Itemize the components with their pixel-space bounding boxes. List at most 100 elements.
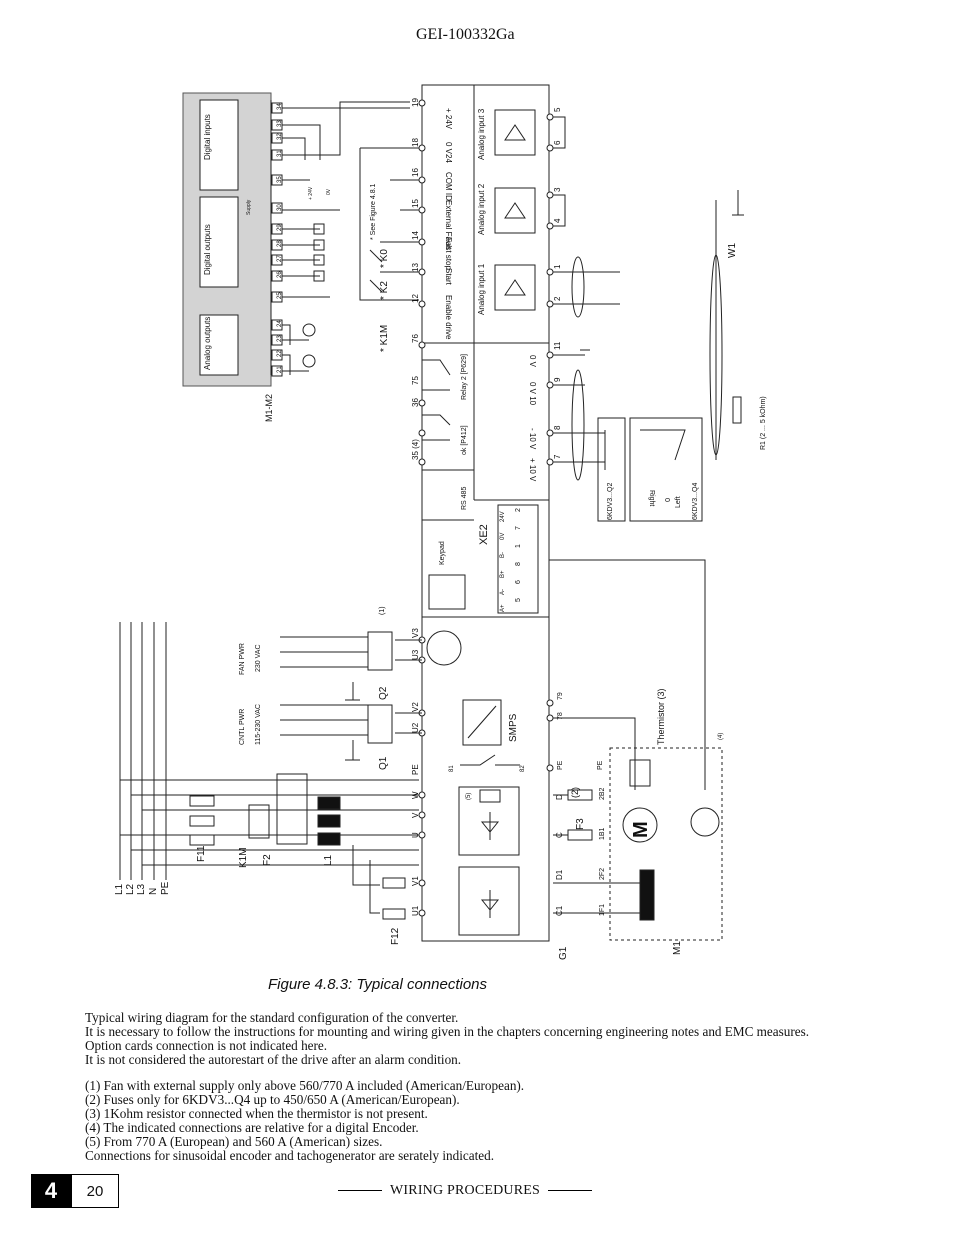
label-plus24v: + 24V: [308, 186, 314, 200]
term-v2: V2: [411, 702, 420, 712]
footer-rule-right: [548, 1190, 593, 1192]
label-note-2: (2): [570, 787, 580, 798]
xe2-aminus: A-: [500, 589, 506, 595]
label-0v24: 0 V24: [444, 142, 453, 163]
label-relay2: Relay 2 [P629]: [461, 354, 468, 400]
term-d: D: [555, 794, 564, 800]
power-stage-upper: [458, 786, 520, 856]
term-24: 24: [277, 320, 283, 327]
xe2-pin-2: 2: [515, 508, 522, 512]
module-terminals: [271, 102, 283, 377]
ai-term-3: 3: [553, 187, 562, 192]
term-36: 36: [411, 398, 420, 407]
label-motor: M: [630, 821, 652, 838]
power-stage-lower: [458, 866, 520, 936]
xe2-aplus: A+: [500, 604, 506, 612]
term-v1: V1: [411, 876, 420, 886]
label-digital-outputs: Digital outputs: [203, 224, 212, 275]
ai-term-1: 1: [553, 264, 562, 269]
note-item: (4) The indicated connections are relati…: [85, 1120, 419, 1135]
term-75: 75: [411, 376, 420, 385]
label-note-5: (5): [466, 793, 472, 800]
term-26: 26: [277, 271, 283, 278]
note-item: (3) 1Kohm resistor connected when the th…: [85, 1106, 428, 1121]
term-u2: U2: [411, 722, 420, 733]
label-k1m-contact: * K1M: [379, 325, 390, 352]
xe2-pin-1: 1: [515, 544, 522, 548]
description-line: Option cards connection is not indicated…: [85, 1038, 328, 1053]
label-start: Start: [444, 268, 453, 286]
note-item: (1) Fan with external supply only above …: [85, 1078, 525, 1093]
label-k0: * K0: [379, 249, 390, 268]
term-25: 25: [277, 292, 283, 299]
label-left: Left: [675, 496, 682, 508]
line-n: N: [148, 888, 159, 895]
line-pe: PE: [160, 881, 171, 895]
xe2-pin-6: 6: [515, 580, 522, 584]
label-r1: R1 (2 ... 5 kOhm): [760, 396, 767, 450]
converter-outline: [421, 84, 550, 942]
label-0v: 0 V: [528, 355, 537, 368]
term-u3: U3: [411, 649, 420, 660]
term-79: 79: [557, 692, 564, 700]
label-enable-drive: Enable drive: [444, 295, 453, 340]
description-paragraph: Typical wiring diagram for the standard …: [85, 1011, 885, 1067]
term-14: 14: [411, 231, 420, 240]
term-2b2: 2B2: [599, 787, 606, 800]
label-plus24v-top: + 24V: [444, 108, 453, 130]
term-82: 82: [520, 765, 526, 772]
label-cntl-voltage: 115-230 VAC: [255, 704, 262, 745]
term-32: 32: [277, 133, 283, 140]
xe2-bminus: B-: [500, 552, 506, 558]
label-f2: F2: [262, 854, 273, 866]
term-33: 33: [277, 120, 283, 127]
term-29: 29: [277, 224, 283, 231]
note-item: Connections for sinusoidal encoder and t…: [85, 1148, 495, 1163]
term-c1: C1: [555, 905, 564, 916]
section-title: WIRING PROCEDURES: [390, 1183, 541, 1198]
section-footer: WIRING PROCEDURES: [330, 1183, 600, 1199]
description-line: It is necessary to follow the instructio…: [85, 1024, 810, 1039]
smps-box: [462, 699, 502, 746]
term-1b1: 1B1: [599, 827, 606, 840]
label-m1m2: M1-M2: [264, 394, 274, 422]
description-line: Typical wiring diagram for the standard …: [85, 1010, 459, 1025]
term-v3: V3: [411, 628, 420, 638]
label-note-4: (4): [718, 733, 724, 740]
label-rs485: RS 485: [461, 487, 468, 510]
label-see-figure: * See Figure 4.8.1: [370, 183, 377, 240]
notes-list: (1) Fan with external supply only above …: [85, 1079, 885, 1163]
xe2-pin-5: 5: [515, 598, 522, 602]
label-analog-input-2: Analog input 2: [477, 183, 486, 235]
term-u1: U1: [411, 905, 420, 916]
label-note-1: (1): [379, 606, 386, 615]
label-l1-choke: L1: [323, 854, 334, 866]
page-number: 20: [71, 1174, 119, 1208]
label-external-fault: External Fault: [444, 200, 453, 250]
term-pe: PE: [411, 764, 420, 775]
term-v: V: [411, 812, 420, 818]
note-item: (5) From 770 A (European) and 560 A (Ame…: [85, 1134, 383, 1149]
label-smps: SMPS: [508, 713, 519, 742]
term-15: 15: [411, 199, 420, 208]
term-27: 27: [277, 255, 283, 262]
term-22: 22: [277, 350, 283, 357]
term-31: 31: [277, 150, 283, 157]
term-pe-motor: PE: [597, 760, 604, 770]
ai-term-5: 5: [553, 107, 562, 112]
line-l3: L3: [136, 883, 147, 895]
label-fan-pwr: FAN PWR: [239, 643, 246, 675]
xe2-pin-8: 8: [515, 562, 522, 566]
label-comid: COM ID: [444, 172, 453, 201]
wiring-diagram: Digital inputs Digital outputs Analog ou…: [114, 84, 767, 960]
term-30: 30: [277, 204, 283, 211]
label-k1m: K1M: [238, 847, 249, 868]
ai-term-7: 7: [553, 454, 562, 459]
document-id: GEI-100332Ga: [416, 26, 515, 43]
chapter-number-badge: 4: [31, 1174, 71, 1208]
term-u: U: [411, 832, 420, 838]
label-g1: G1: [558, 946, 569, 960]
label-kdv-q2: 6KDV3...Q2: [607, 483, 614, 520]
xe2-24v: 24V: [500, 511, 506, 522]
line-filter: [276, 773, 308, 845]
